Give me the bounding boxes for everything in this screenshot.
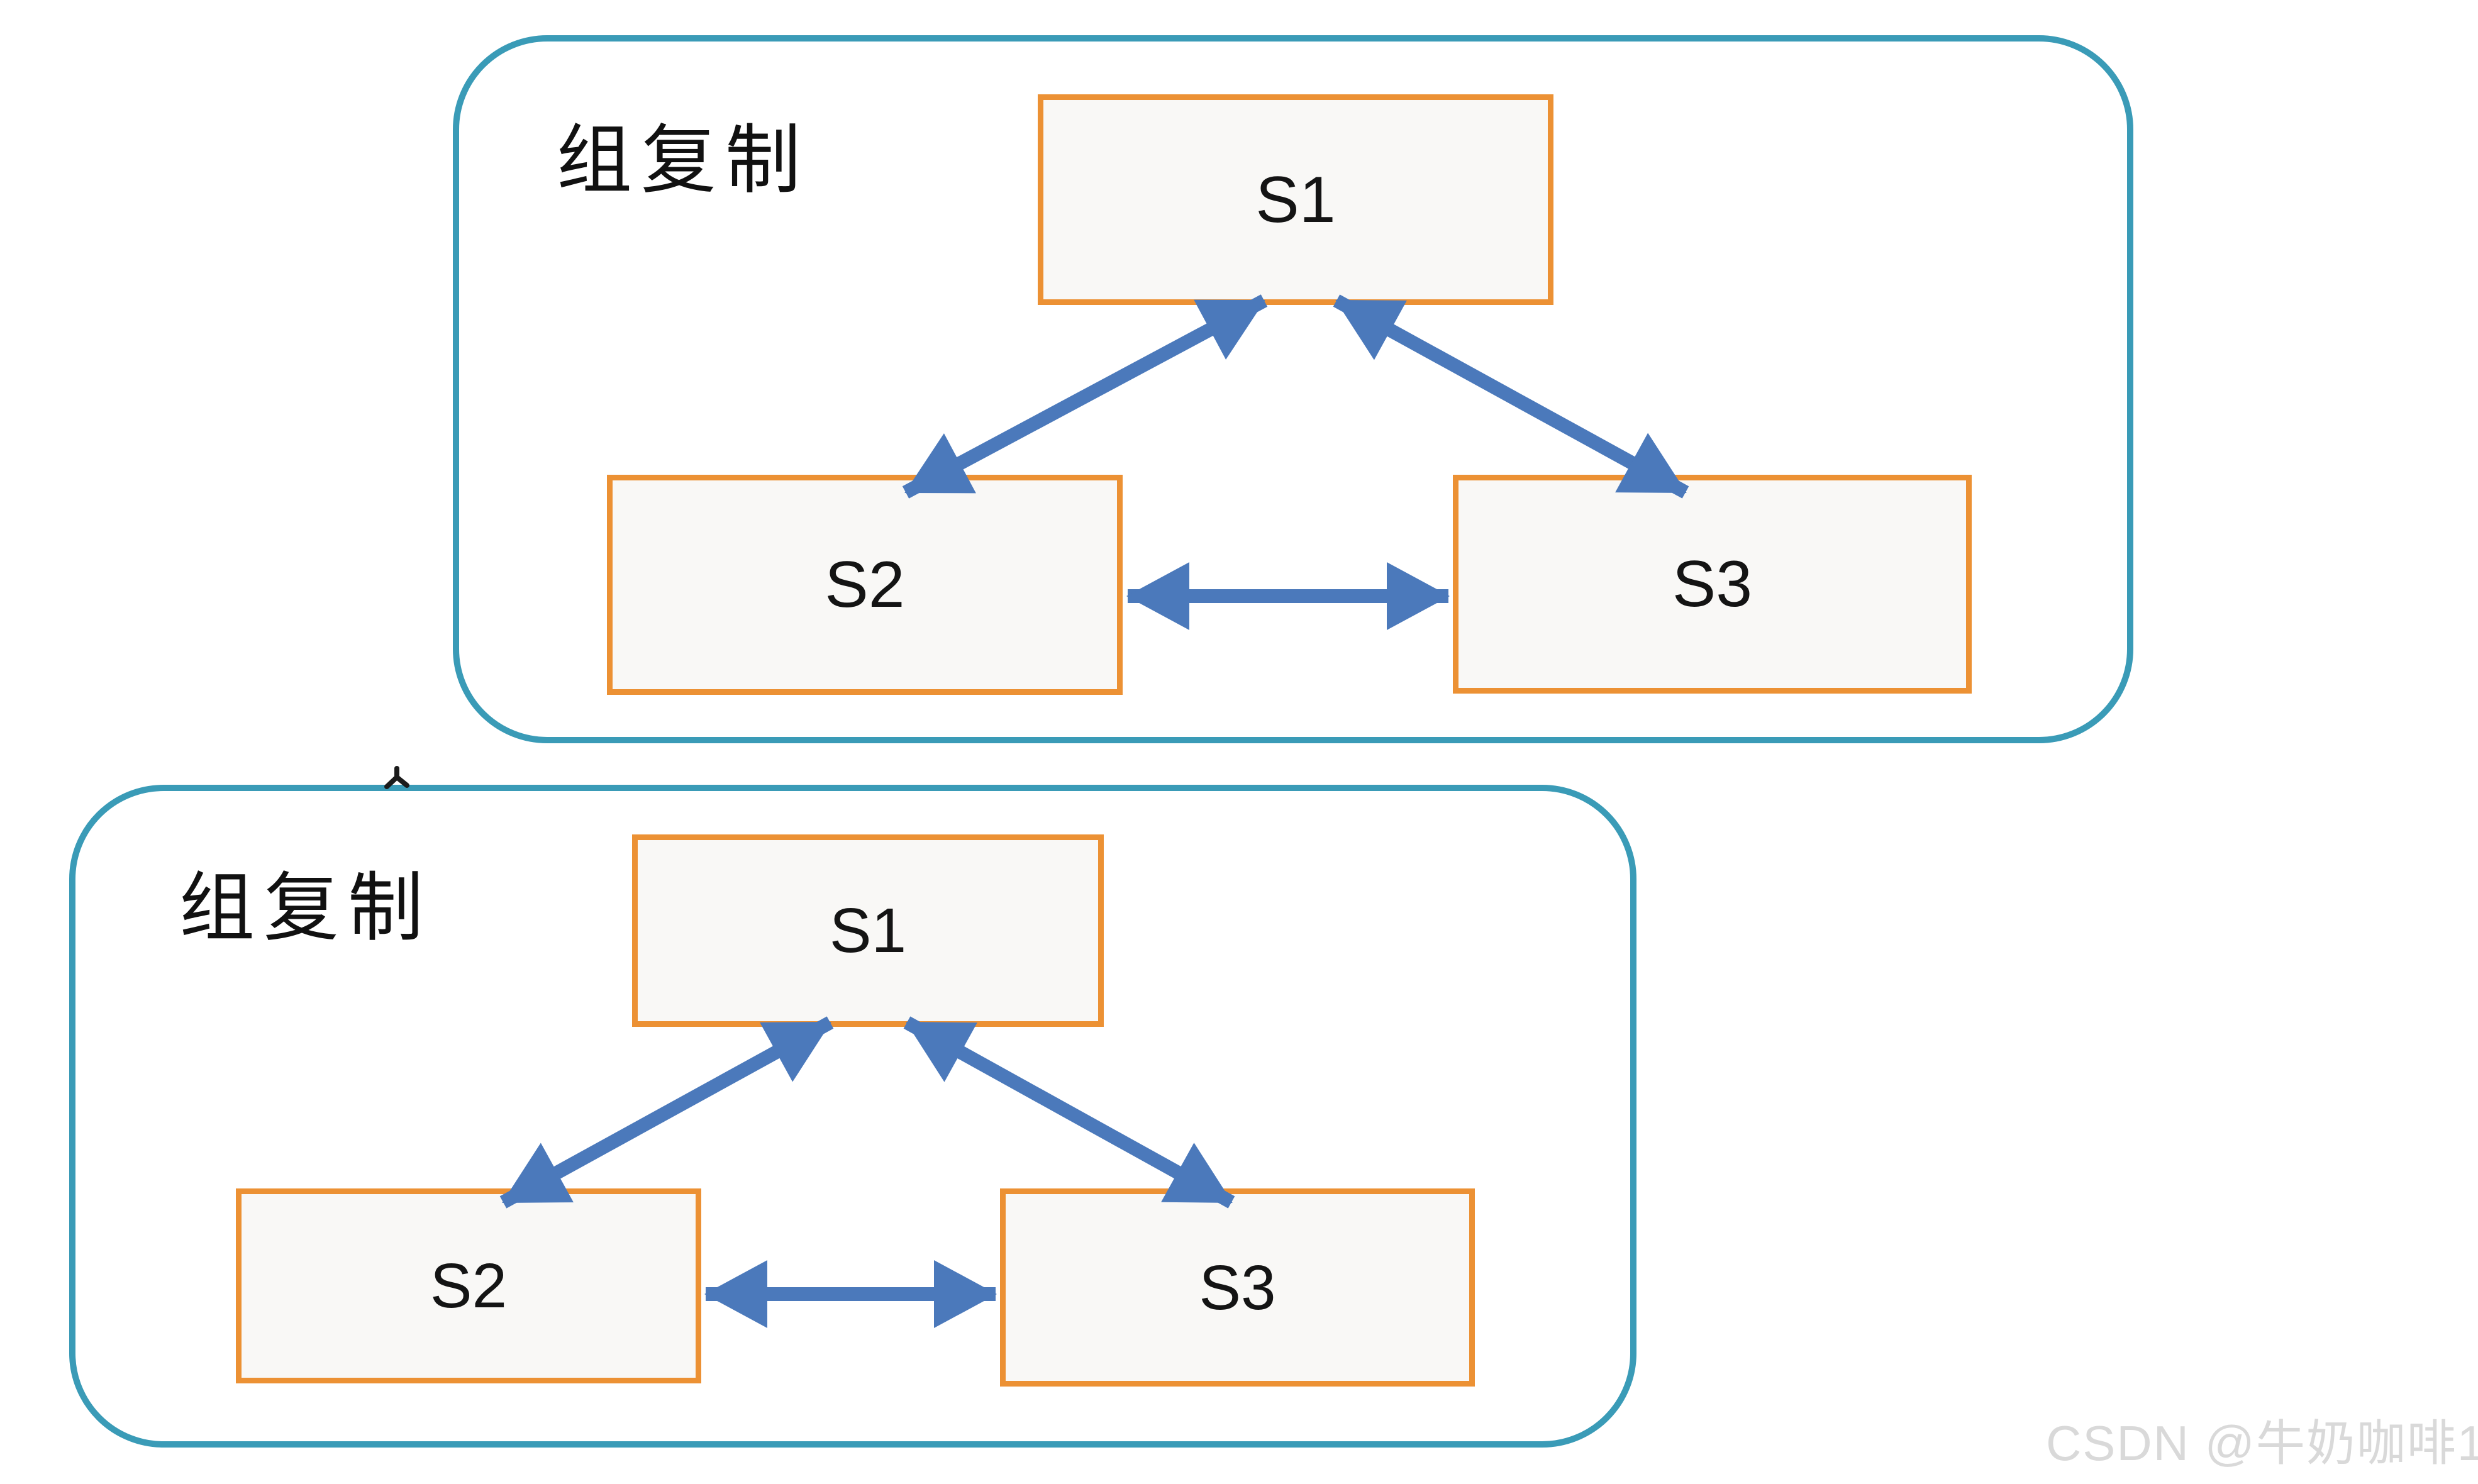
node-s1-label: S1 [829, 895, 907, 966]
node-s2-label: S2 [430, 1251, 508, 1321]
watermark: CSDN @牛奶咖啡13 [2046, 1415, 2478, 1471]
group-replication-container-top: 组复制 S1 S2 S3 [453, 35, 2133, 743]
group-label: 组复制 [179, 867, 432, 950]
node-s2-label: S2 [825, 548, 905, 621]
node-s3: S3 [1453, 475, 1972, 694]
node-s2: S2 [236, 1188, 701, 1383]
node-s1: S1 [632, 834, 1104, 1027]
node-s3-label: S3 [1199, 1252, 1276, 1323]
node-s2: S2 [607, 475, 1123, 695]
node-s3-label: S3 [1672, 548, 1753, 621]
node-s1: S1 [1038, 94, 1553, 305]
group-label: 组复制 [557, 119, 809, 202]
node-s1-label: S1 [1255, 163, 1336, 236]
stray-caret-mark [384, 766, 409, 789]
node-s3: S3 [1000, 1188, 1475, 1387]
group-replication-container-bottom: 组复制 S1 S2 S3 [69, 785, 1636, 1448]
